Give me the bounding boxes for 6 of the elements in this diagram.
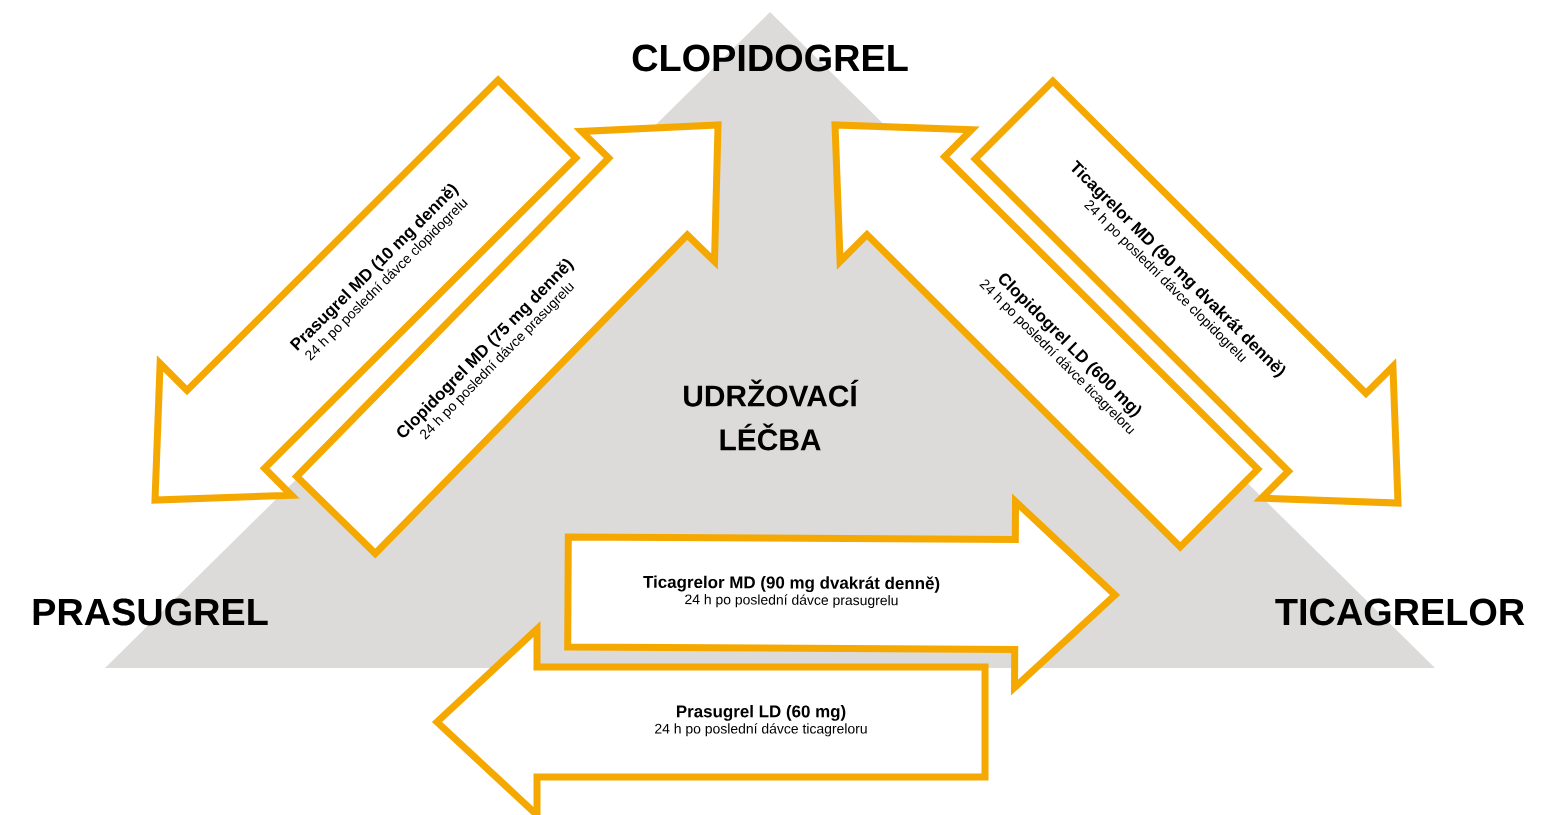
- timing-note: 24 h po poslední dávce ticagreloru: [655, 723, 867, 737]
- block-arrow: [564, 493, 1121, 696]
- timing-note: 24 h po poslední dávce prasugrelu: [685, 594, 898, 608]
- edge-label: Prasugrel LD (60 mg): [676, 704, 846, 721]
- block-arrow: [431, 620, 989, 815]
- edge-label: Ticagrelor MD (90 mg dvakrát denně): [643, 575, 940, 593]
